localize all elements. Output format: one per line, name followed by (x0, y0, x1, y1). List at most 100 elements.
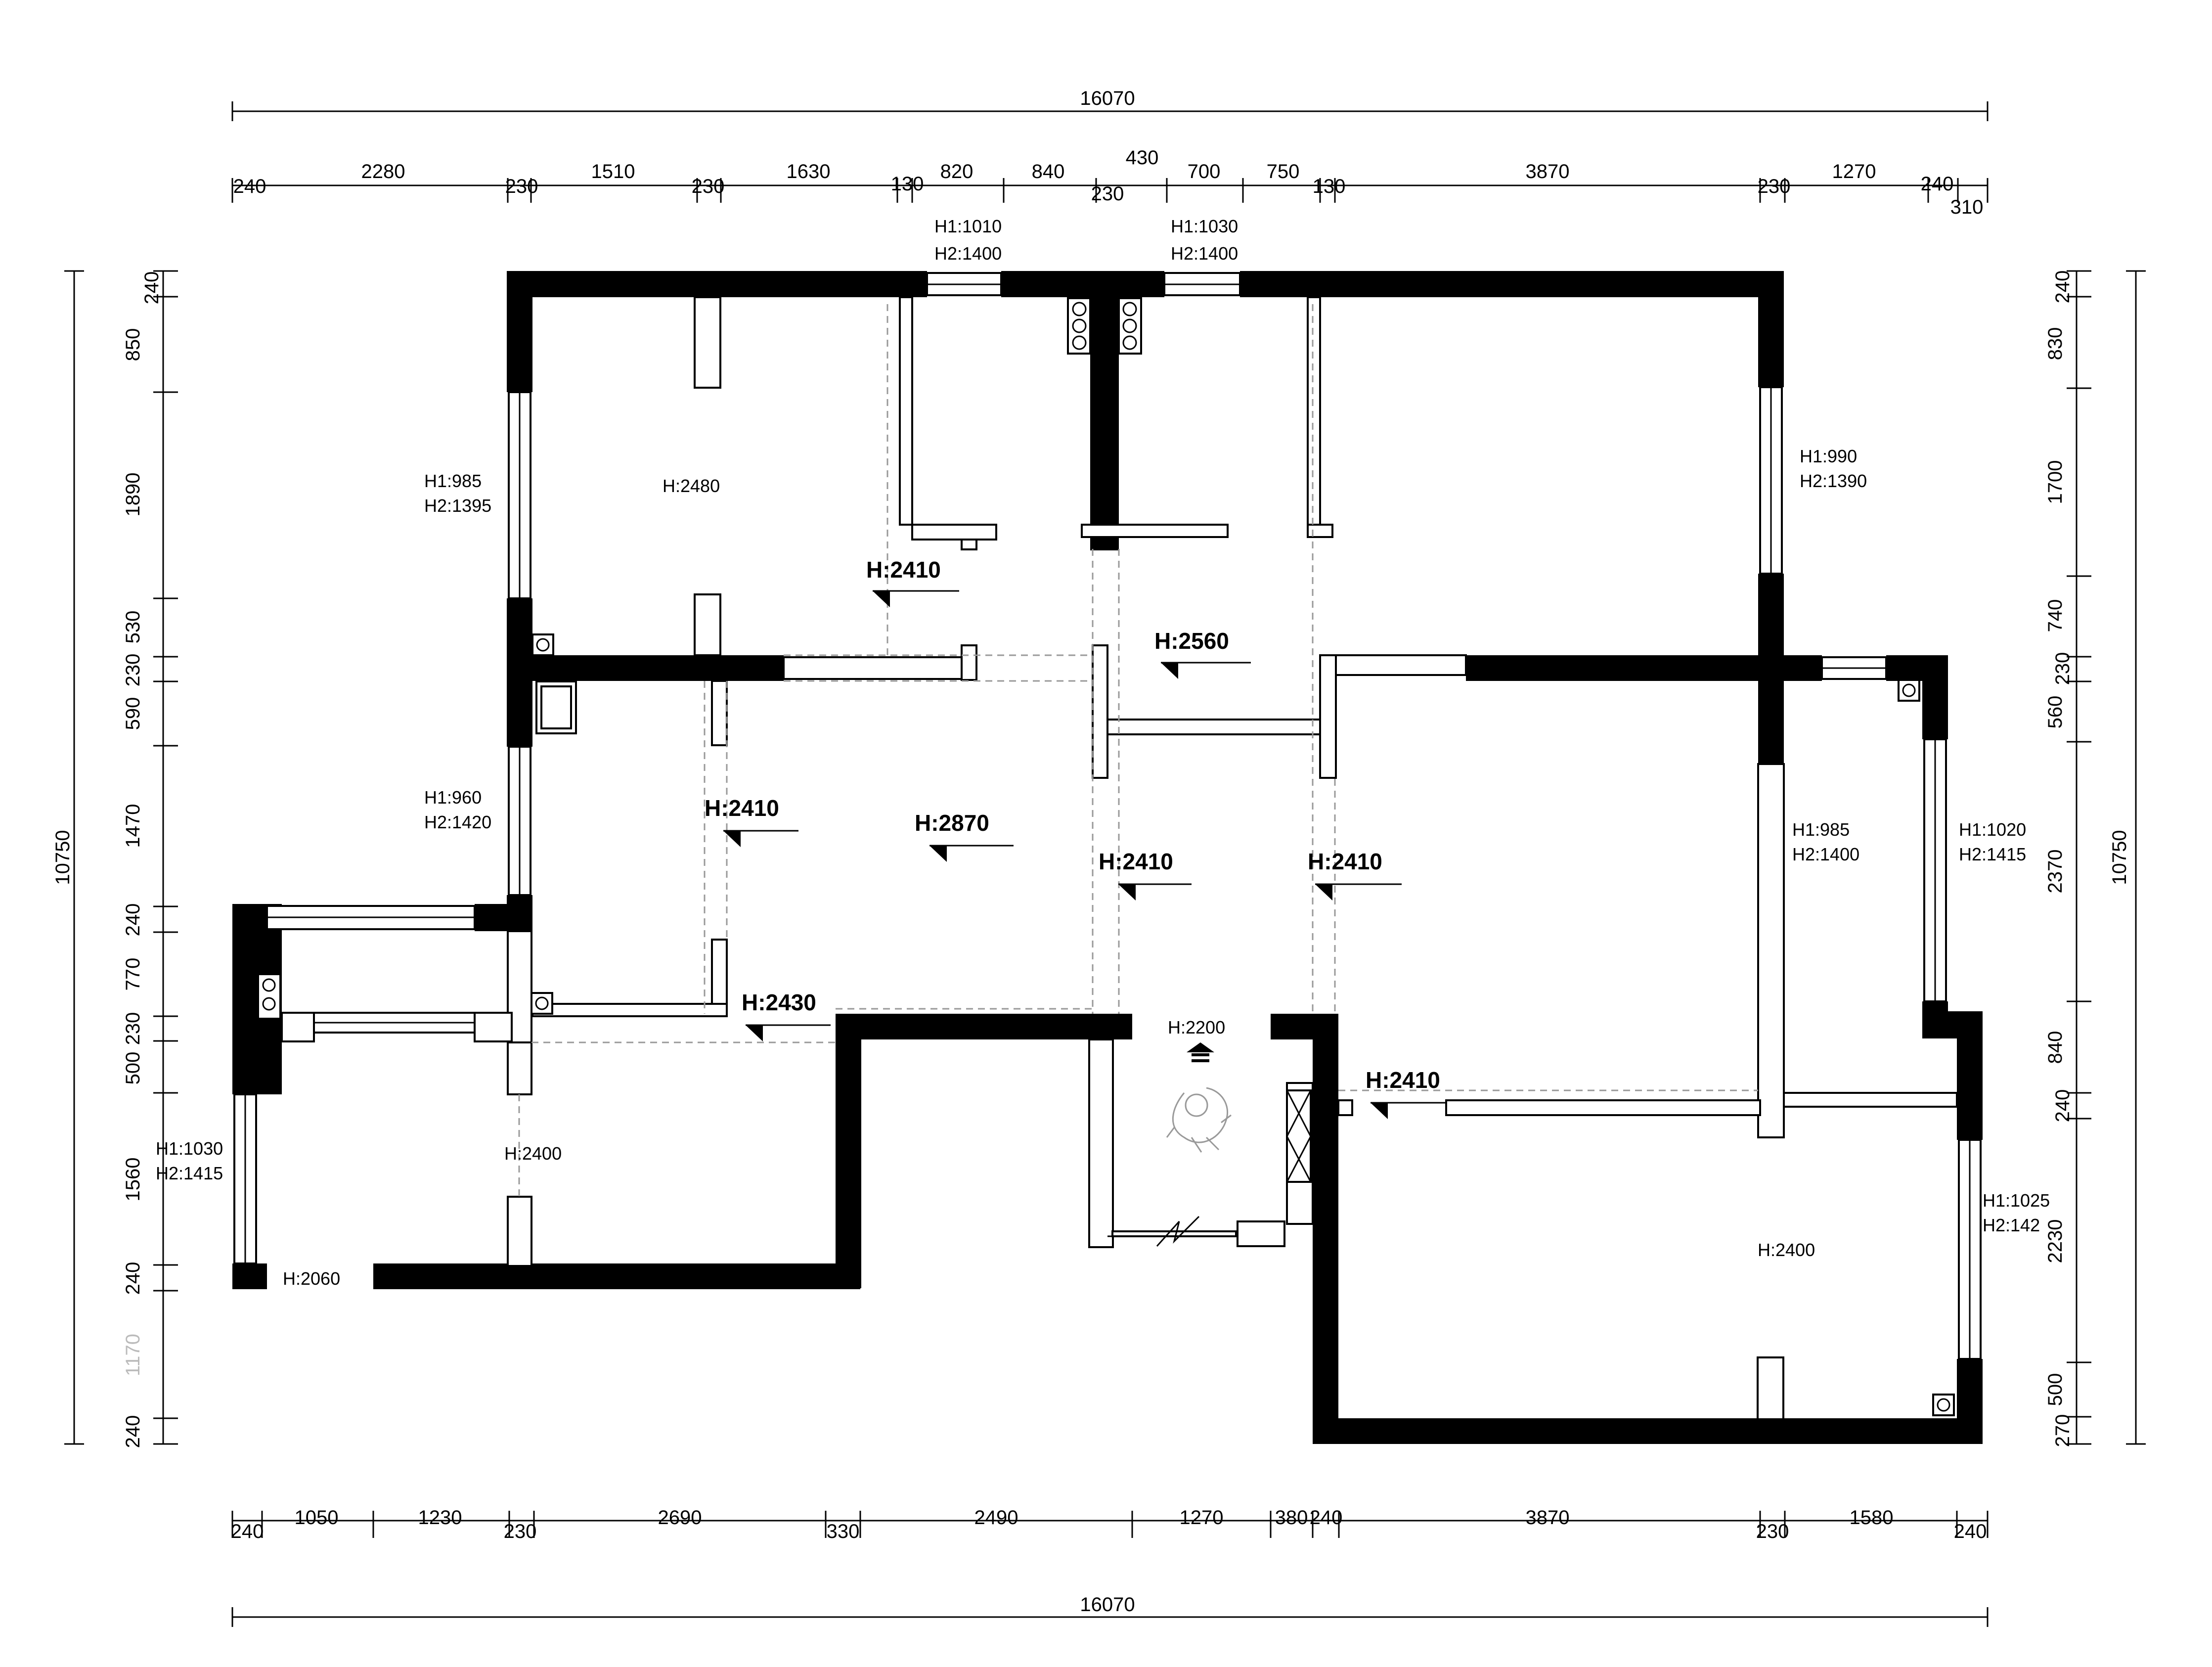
top-dim-10: 230 (1091, 183, 1124, 205)
top-dim-1: 2280 (361, 161, 405, 182)
opening-2-h1: H1:1030 (1171, 216, 1238, 236)
beam-lines (518, 304, 1758, 1197)
left-segment-dimensions: 240 850 1890 530 230 590 1470 240 770 23… (122, 270, 178, 1448)
opening-7-h1: H1:1020 (1959, 819, 2026, 840)
right-dim-8: 240 (2052, 1089, 2074, 1123)
left-dim-9: 230 (122, 1012, 144, 1045)
entry-arrow-icon (1187, 1042, 1214, 1062)
top-dim-2: 230 (505, 176, 538, 197)
top-dim-18: 310 (1950, 196, 1984, 218)
partitions (281, 296, 1958, 1420)
right-dim-3: 740 (2044, 599, 2066, 632)
pipe-symbols (257, 297, 1955, 1416)
height-beam-7: H:2410 (1366, 1067, 1440, 1093)
bottom-segment-dimensions: 240 1050 1230 230 2690 330 2490 1270 380… (231, 1507, 1989, 1542)
left-dim-13: 1170 (122, 1334, 144, 1376)
right-dim-10: 500 (2044, 1373, 2066, 1406)
opening-8-h2: H2:1415 (156, 1163, 223, 1183)
level-marker-2 (1161, 663, 1178, 679)
bottom-dim-0: 240 (231, 1521, 264, 1542)
left-total-dimension: 10750 (52, 270, 84, 1445)
level-marker-7 (746, 1025, 763, 1041)
left-dim-2: 1890 (122, 473, 144, 517)
top-dim-6: 130 (891, 173, 924, 195)
bottom-dim-6: 2490 (974, 1507, 1018, 1529)
opening-6-h2: H2:1400 (1792, 844, 1859, 864)
height-beam-3: H:2410 (705, 795, 779, 821)
height-labels: H:2480 H:2410 H:2560 H:2410 H:2870 H:241… (283, 476, 1815, 1289)
left-dim-8: 770 (122, 958, 144, 991)
top-dim-13: 130 (1313, 176, 1346, 197)
top-dim-7: 820 (940, 161, 973, 182)
left-dim-4: 230 (122, 654, 144, 687)
height-room-bl: H:2400 (504, 1143, 562, 1164)
top-dim-16: 1270 (1832, 161, 1876, 182)
opening-2-h2: H2:1400 (1171, 243, 1238, 264)
top-dim-15: 230 (1758, 176, 1791, 197)
left-dim-6: 1470 (122, 804, 144, 848)
top-dim-3: 1510 (591, 161, 635, 182)
level-marker-1 (873, 591, 890, 607)
bottom-dim-3: 230 (504, 1521, 537, 1542)
bottom-total-dimension: 16070 (231, 1594, 1989, 1627)
opening-4-h1: H1:990 (1800, 446, 1857, 466)
opening-3-h2: H2:1395 (424, 496, 491, 516)
level-marker-3 (723, 831, 741, 847)
bottom-dim-5: 330 (827, 1521, 860, 1542)
height-beam-4: H:2410 (1099, 849, 1173, 874)
right-dim-6: 2370 (2044, 850, 2066, 894)
height-beam-5: H:2410 (1308, 849, 1382, 874)
left-dim-14: 240 (122, 1415, 144, 1448)
bottom-dim-11: 230 (1756, 1521, 1789, 1542)
bottom-dim-10: 3870 (1526, 1507, 1570, 1529)
top-dim-5: 1630 (787, 161, 831, 182)
level-marker-6 (1315, 884, 1332, 901)
right-dim-0: 240 (2052, 270, 2074, 304)
right-dim-2: 1700 (2044, 460, 2066, 504)
bottom-dim-1: 1050 (295, 1507, 339, 1529)
opening-5-h2: H2:1420 (424, 812, 491, 832)
opening-1-h2: H2:1400 (934, 243, 1002, 264)
right-dim-9: 2230 (2044, 1219, 2066, 1263)
top-dim-4: 230 (692, 176, 725, 197)
height-living: H:2870 (915, 810, 989, 836)
bottom-dim-12: 1580 (1850, 1507, 1894, 1529)
opening-5-h1: H1:960 (424, 787, 482, 808)
left-dim-5: 590 (122, 697, 144, 730)
right-dim-1: 830 (2044, 327, 2066, 360)
right-dim-7: 840 (2044, 1031, 2066, 1064)
top-segment-dimensions: 240 2280 230 1510 230 1630 130 820 840 4… (231, 147, 1989, 218)
height-beam-2: H:2560 (1154, 628, 1229, 654)
bottom-dim-4: 2690 (658, 1507, 702, 1529)
top-dim-12: 750 (1267, 161, 1300, 182)
bottom-dim-9: 240 (1310, 1507, 1343, 1529)
height-entry: H:2200 (1168, 1017, 1225, 1037)
bottom-dim-13: 240 (1954, 1521, 1987, 1542)
left-total-label: 10750 (52, 830, 74, 885)
opening-7-h2: H2:1415 (1959, 844, 2026, 864)
opening-4-h2: H2:1390 (1800, 471, 1867, 491)
top-total-label: 16070 (1080, 88, 1135, 109)
right-total-label: 10750 (2109, 830, 2130, 885)
top-dim-8: 840 (1032, 161, 1065, 182)
opening-9-h1: H1:1025 (1983, 1190, 2050, 1211)
right-total-dimension: 10750 (2109, 270, 2146, 1445)
walls (232, 271, 1983, 1444)
level-marker-8 (1371, 1103, 1388, 1119)
opening-8-h1: H1:1030 (156, 1138, 223, 1159)
left-dim-12: 240 (122, 1262, 144, 1295)
top-dim-14: 3870 (1526, 161, 1570, 182)
height-beam-1: H:2410 (866, 557, 941, 583)
level-marker-4 (929, 846, 947, 862)
top-dim-9: 430 (1126, 147, 1159, 169)
right-dim-11: 270 (2052, 1414, 2074, 1447)
top-dim-0: 240 (233, 176, 266, 197)
bottom-dim-8: 380 (1275, 1507, 1308, 1529)
level-marker-5 (1118, 884, 1136, 901)
left-dim-1: 850 (122, 328, 144, 361)
top-dim-17: 240 (1921, 173, 1954, 195)
bottom-total-label: 16070 (1080, 1594, 1135, 1616)
cabinet-symbol (1286, 1089, 1312, 1183)
opening-3-h1: H1:985 (424, 471, 482, 491)
